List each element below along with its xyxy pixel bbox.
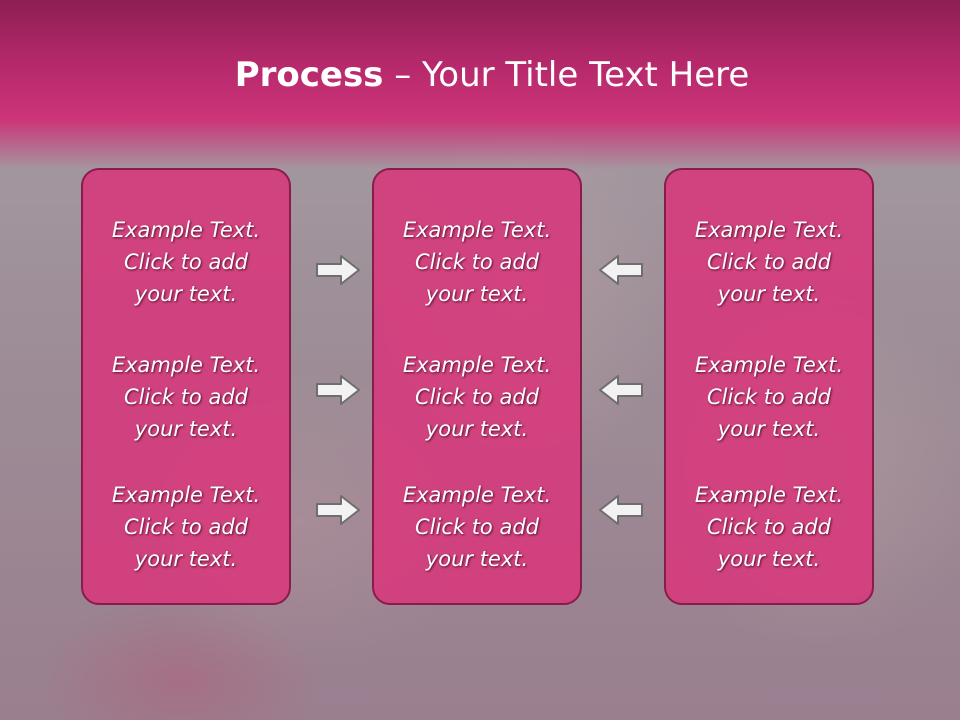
arrow-left-icon xyxy=(599,375,643,405)
text-line: Click to add xyxy=(123,250,248,274)
text-line: Example Text. xyxy=(694,218,844,242)
text-line: your text. xyxy=(425,282,529,306)
text-line: your text. xyxy=(134,417,238,441)
text-line: Example Text. xyxy=(694,483,844,507)
arrow-left-icon xyxy=(599,255,643,285)
text-block[interactable]: Example Text. Click to add your text. xyxy=(83,214,289,310)
text-line: Example Text. xyxy=(111,353,261,377)
slide-title[interactable]: Process – Your Title Text Here xyxy=(0,52,960,98)
arrow-right-icon xyxy=(316,495,360,525)
text-line: your text. xyxy=(134,547,238,571)
text-line: your text. xyxy=(425,417,529,441)
process-box-1[interactable]: Example Text. Click to add your text. Ex… xyxy=(81,168,291,605)
text-line: your text. xyxy=(717,282,821,306)
text-line: Click to add xyxy=(414,250,539,274)
arrow-right-icon xyxy=(316,375,360,405)
arrow-left-icon xyxy=(599,495,643,525)
text-line: Click to add xyxy=(123,385,248,409)
text-line: Example Text. xyxy=(402,218,552,242)
arrow-right-icon xyxy=(316,255,360,285)
text-line: Click to add xyxy=(706,385,831,409)
title-rest: – Your Title Text Here xyxy=(383,55,750,95)
text-line: Example Text. xyxy=(402,353,552,377)
text-line: Click to add xyxy=(706,515,831,539)
text-line: Example Text. xyxy=(402,483,552,507)
text-block[interactable]: Example Text. Click to add your text. xyxy=(374,349,580,445)
text-line: Click to add xyxy=(123,515,248,539)
text-block[interactable]: Example Text. Click to add your text. xyxy=(666,349,872,445)
title-bold: Process xyxy=(234,55,384,95)
text-block[interactable]: Example Text. Click to add your text. xyxy=(666,214,872,310)
process-box-2[interactable]: Example Text. Click to add your text. Ex… xyxy=(372,168,582,605)
text-line: your text. xyxy=(134,282,238,306)
text-block[interactable]: Example Text. Click to add your text. xyxy=(374,214,580,310)
text-block[interactable]: Example Text. Click to add your text. xyxy=(666,479,872,575)
text-line: Example Text. xyxy=(111,218,261,242)
text-line: your text. xyxy=(425,547,529,571)
text-line: your text. xyxy=(717,417,821,441)
text-line: Example Text. xyxy=(111,483,261,507)
text-line: Click to add xyxy=(414,515,539,539)
process-box-3[interactable]: Example Text. Click to add your text. Ex… xyxy=(664,168,874,605)
text-line: Example Text. xyxy=(694,353,844,377)
text-line: Click to add xyxy=(414,385,539,409)
text-line: your text. xyxy=(717,547,821,571)
header-band xyxy=(0,0,960,170)
text-block[interactable]: Example Text. Click to add your text. xyxy=(83,479,289,575)
text-block[interactable]: Example Text. Click to add your text. xyxy=(83,349,289,445)
text-block[interactable]: Example Text. Click to add your text. xyxy=(374,479,580,575)
text-line: Click to add xyxy=(706,250,831,274)
